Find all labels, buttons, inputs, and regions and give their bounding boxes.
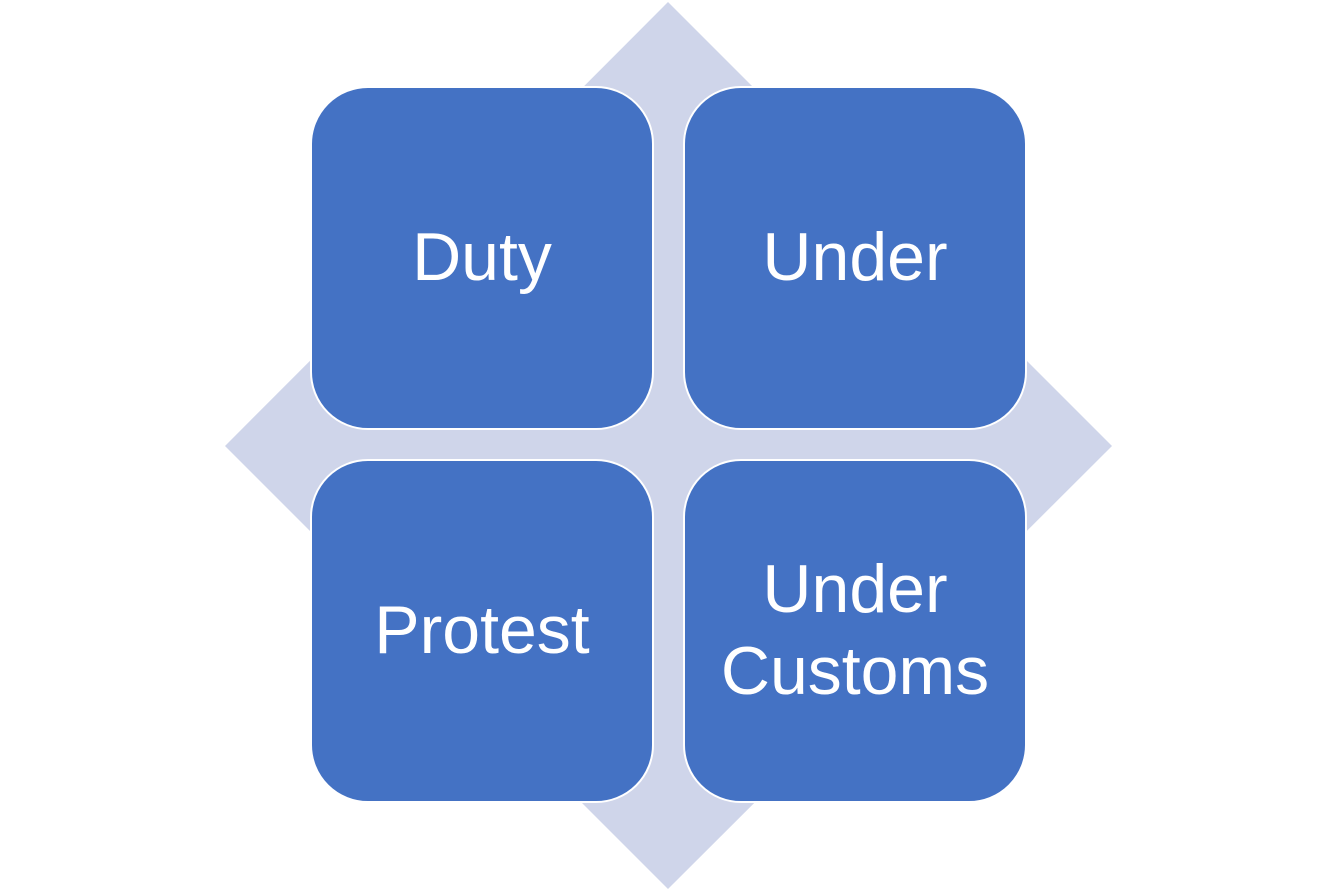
tile-duty-label: Duty <box>412 219 552 296</box>
tile-under-customs-label: Under Customs <box>720 551 990 709</box>
tile-protest-label: Protest <box>374 592 590 669</box>
tile-under-customs: Under Customs <box>683 459 1027 803</box>
tile-protest: Protest <box>310 459 654 803</box>
tile-under: Under <box>683 86 1027 430</box>
tile-under-label: Under <box>762 219 948 296</box>
tile-duty: Duty <box>310 86 654 430</box>
